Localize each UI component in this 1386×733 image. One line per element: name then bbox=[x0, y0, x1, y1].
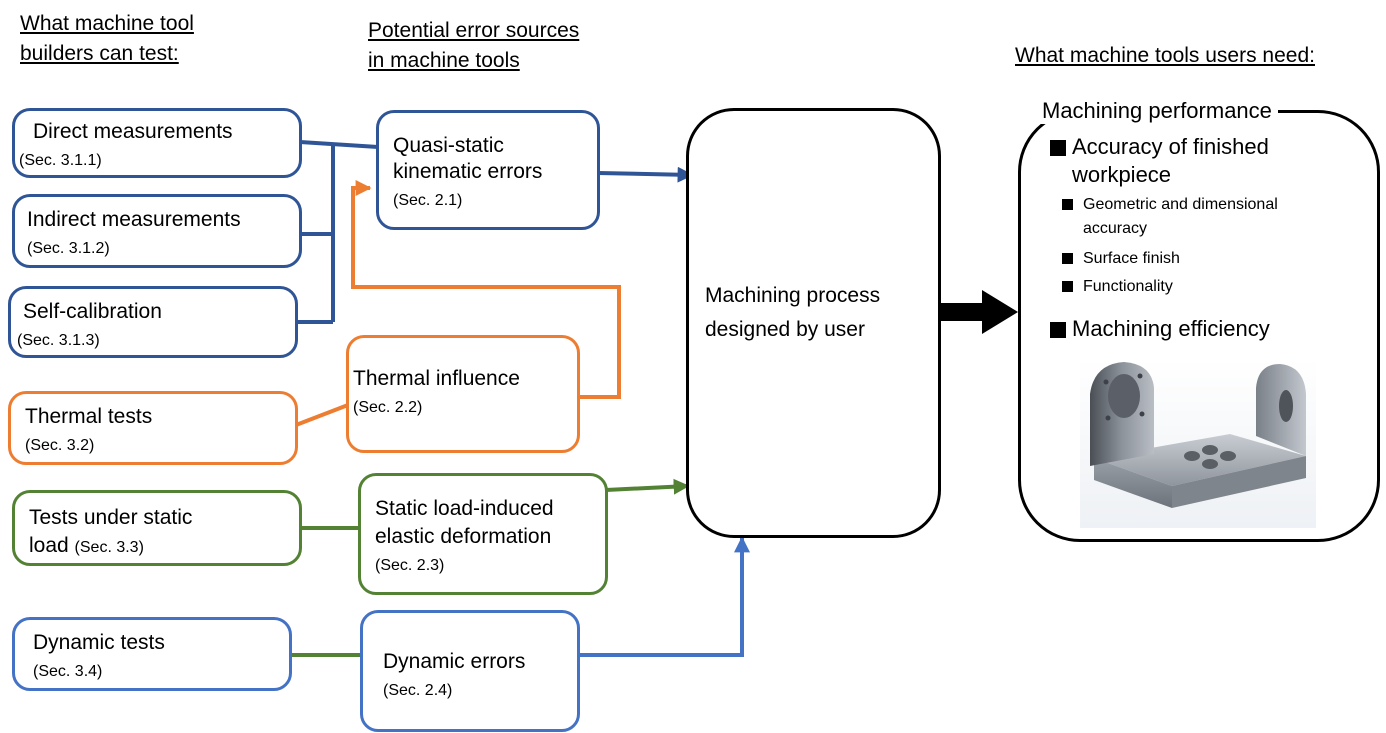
accuracy-line-2: workpiece bbox=[1072, 162, 1172, 187]
sources-header: Potential error sources in machine tools bbox=[368, 16, 579, 76]
efficiency-label: Machining efficiency bbox=[1072, 316, 1270, 341]
indirect-measurements-label: Indirect measurements bbox=[27, 208, 241, 231]
sources-header-line-2: in machine tools bbox=[368, 49, 520, 72]
machining-process-box: Machining process designed by user bbox=[686, 108, 941, 538]
bullet-square-icon bbox=[1050, 322, 1066, 339]
static-load-tests-label-2-text: load bbox=[29, 534, 69, 557]
surface-finish-label: Surface finish bbox=[1083, 250, 1180, 267]
workpiece-base-hole bbox=[1184, 451, 1200, 461]
indirect-measurements-box: Indirect measurements (Sec. 3.1.2) bbox=[12, 194, 302, 268]
workpiece-base-top bbox=[1094, 434, 1306, 486]
workpiece-left-bolt-hole bbox=[1105, 415, 1111, 421]
dynamic-errors-label: Dynamic errors bbox=[383, 650, 526, 673]
static-load-tests-sec: (Sec. 3.3) bbox=[74, 539, 144, 556]
process-to-performance-arrow bbox=[940, 290, 1018, 334]
elastic-deformation-label-2: elastic deformation bbox=[375, 525, 552, 548]
efficiency-item: Machining efficiency bbox=[1050, 316, 1270, 342]
accuracy-item: Accuracy of finished bbox=[1050, 134, 1269, 160]
machining-performance-title: Machining performance bbox=[1036, 98, 1278, 124]
dynamic-tests-sec: (Sec. 3.4) bbox=[33, 663, 103, 680]
indirect-measurements-sec: (Sec. 3.1.2) bbox=[27, 240, 110, 257]
thermal-tests-label: Thermal tests bbox=[25, 405, 153, 428]
geometric-line-2-row: accuracy bbox=[1083, 218, 1147, 240]
elastic-deformation-sec: (Sec. 2.3) bbox=[375, 557, 445, 574]
green-connectors bbox=[291, 478, 690, 657]
orange-connectors bbox=[295, 180, 621, 427]
bullet-square-icon bbox=[1062, 281, 1073, 293]
workpiece-left-bore bbox=[1108, 374, 1140, 418]
thermal-influence-box: Thermal influence (Sec. 2.2) bbox=[346, 335, 580, 453]
surface-finish-item: Surface finish bbox=[1062, 248, 1180, 270]
self-calibration-sec: (Sec. 3.1.3) bbox=[17, 332, 100, 349]
direct-measurements-label: Direct measurements bbox=[33, 120, 233, 143]
machining-process-line-1: Machining process bbox=[705, 284, 881, 307]
static-load-tests-label-2: load (Sec. 3.3) bbox=[29, 533, 144, 561]
elastic-deformation-box: Static load-induced elastic deformation … bbox=[358, 473, 608, 595]
blue-connectors bbox=[296, 140, 694, 324]
accuracy-line-1: Accuracy of finished bbox=[1072, 134, 1269, 159]
direct-measurements-box: Direct measurements (Sec. 3.1.1) bbox=[12, 108, 302, 178]
thermal-tests-sec: (Sec. 3.2) bbox=[25, 437, 95, 454]
dynamic-errors-sec: (Sec. 2.4) bbox=[383, 682, 453, 699]
bullet-square-icon bbox=[1050, 140, 1066, 157]
sources-header-line-1: Potential error sources bbox=[368, 19, 580, 42]
workpiece-base-side bbox=[1172, 456, 1306, 508]
kinematic-errors-label-1: Quasi-static bbox=[393, 134, 504, 157]
direct-measurements-sec: (Sec. 3.1.1) bbox=[19, 152, 102, 169]
static-load-tests-box: Tests under static load (Sec. 3.3) bbox=[12, 490, 302, 566]
thermal-tests-box: Thermal tests (Sec. 3.2) bbox=[8, 391, 298, 465]
self-calibration-label: Self-calibration bbox=[23, 300, 162, 323]
workpiece-left-bolt-hole bbox=[1137, 373, 1143, 379]
workpiece-right-bore bbox=[1279, 390, 1293, 422]
builders-header-line-1: What machine tool bbox=[20, 12, 194, 35]
geometric-line-2: accuracy bbox=[1083, 220, 1148, 237]
users-header: What machine tools users need: bbox=[1015, 44, 1315, 67]
dynamic-tests-box: Dynamic tests (Sec. 3.4) bbox=[12, 617, 292, 691]
kinematic-errors-label-2: kinematic errors bbox=[393, 160, 543, 183]
thermal-influence-sec: (Sec. 2.2) bbox=[353, 399, 423, 416]
builders-header-line-2: builders can test: bbox=[20, 42, 179, 65]
workpiece-base-hole bbox=[1202, 459, 1218, 469]
functionality-item: Functionality bbox=[1062, 276, 1173, 298]
kinematic-to-process-arrow bbox=[597, 166, 694, 183]
accuracy-line-2-row: workpiece bbox=[1072, 162, 1171, 188]
dynamic-tests-label: Dynamic tests bbox=[33, 631, 165, 654]
kinematic-errors-box: Quasi-static kinematic errors (Sec. 2.1) bbox=[376, 110, 600, 230]
geometric-item: Geometric and dimensional bbox=[1062, 194, 1278, 216]
workpiece-left-bolt-hole bbox=[1139, 411, 1145, 417]
workpiece-base-hole bbox=[1202, 445, 1218, 455]
machining-process-line-2: designed by user bbox=[705, 318, 865, 341]
self-calibration-box: Self-calibration (Sec. 3.1.3) bbox=[8, 286, 298, 358]
functionality-label: Functionality bbox=[1083, 278, 1173, 295]
builders-header: What machine tool builders can test: bbox=[20, 9, 194, 69]
kinematic-errors-sec: (Sec. 2.1) bbox=[393, 192, 463, 209]
thermal-influence-label: Thermal influence bbox=[353, 367, 520, 390]
bullet-square-icon bbox=[1062, 199, 1073, 211]
static-load-tests-label-1: Tests under static bbox=[29, 506, 193, 529]
workpiece-image bbox=[1080, 358, 1316, 528]
dynamic-errors-box: Dynamic errors (Sec. 2.4) bbox=[360, 610, 580, 732]
geometric-line-1: Geometric and dimensional bbox=[1083, 196, 1278, 213]
dynamic-to-process-arrow bbox=[580, 536, 750, 657]
workpiece-base-hole bbox=[1220, 451, 1236, 461]
workpiece-left-bolt-hole bbox=[1103, 379, 1109, 385]
bullet-square-icon bbox=[1062, 253, 1073, 265]
elastic-deformation-label-1: Static load-induced bbox=[375, 497, 554, 520]
workpiece-base-front bbox=[1094, 458, 1172, 508]
